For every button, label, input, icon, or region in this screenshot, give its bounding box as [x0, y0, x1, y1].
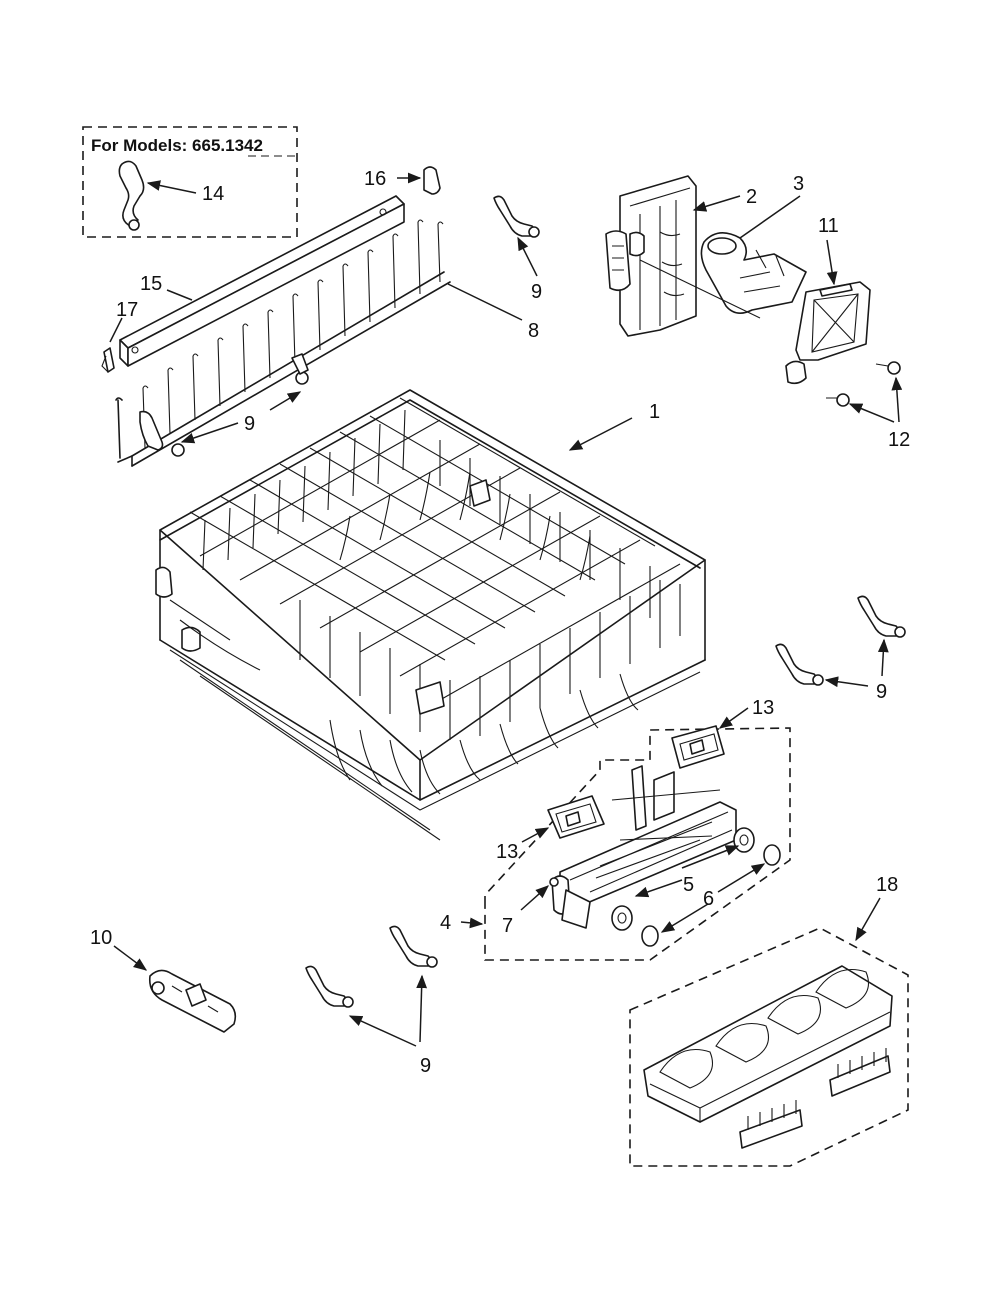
- callout-14: 14: [202, 183, 224, 205]
- part-9-clip-bottom-b: [305, 965, 354, 1008]
- callout-18: 18: [876, 874, 898, 896]
- callout-15: 15: [140, 273, 162, 295]
- callout-9-c: 9: [876, 681, 887, 703]
- part-6-axle: [641, 844, 781, 947]
- callout-11: 11: [818, 215, 839, 237]
- part-9-clip-bottom-a: [389, 925, 438, 968]
- callout-17: 17: [116, 299, 138, 321]
- part-7-screw: [549, 877, 559, 887]
- part-10-bracket: [148, 969, 237, 1033]
- callout-13-b: 13: [496, 841, 518, 863]
- part-13-clip-a: [671, 725, 725, 769]
- part-9-clip-right-b: [775, 643, 824, 686]
- callout-9-a: 9: [244, 413, 255, 435]
- part-2-adjuster: [605, 175, 697, 337]
- callout-2: 2: [746, 186, 757, 208]
- part-17-clip: [101, 347, 115, 373]
- callout-5: 5: [683, 874, 694, 896]
- part-4-adjuster-assembly: [484, 727, 791, 961]
- part-14-clip: [118, 160, 145, 231]
- callout-12: 12: [888, 429, 910, 451]
- callout-10: 10: [90, 927, 112, 949]
- model-variant-box: For Models: 665.1342 14: [82, 126, 298, 238]
- callout-7: 7: [502, 915, 513, 937]
- callout-6: 6: [703, 888, 714, 910]
- callout-9-b: 9: [531, 281, 542, 303]
- part-3-actuator: [639, 232, 807, 319]
- part-15-rail: [119, 195, 405, 367]
- part-18-tray: [629, 927, 909, 1167]
- callout-8: 8: [528, 320, 539, 342]
- model-variant-label: For Models: 665.1342: [91, 136, 263, 155]
- part-11-cover: [785, 281, 901, 407]
- part-13-clip-b: [547, 795, 605, 839]
- callout-1: 1: [649, 401, 660, 423]
- part-8-tine-row: [115, 219, 451, 467]
- part-16-clip: [423, 166, 441, 195]
- callout-9-d: 9: [420, 1055, 431, 1077]
- callout-16: 16: [364, 168, 386, 190]
- part-9-clip-right-a: [857, 595, 906, 638]
- part-1-upper-rack: [155, 389, 706, 841]
- callout-3: 3: [793, 173, 804, 195]
- part-9-clip-top: [493, 195, 540, 238]
- callout-13-a: 13: [752, 697, 774, 719]
- callout-4: 4: [440, 912, 451, 934]
